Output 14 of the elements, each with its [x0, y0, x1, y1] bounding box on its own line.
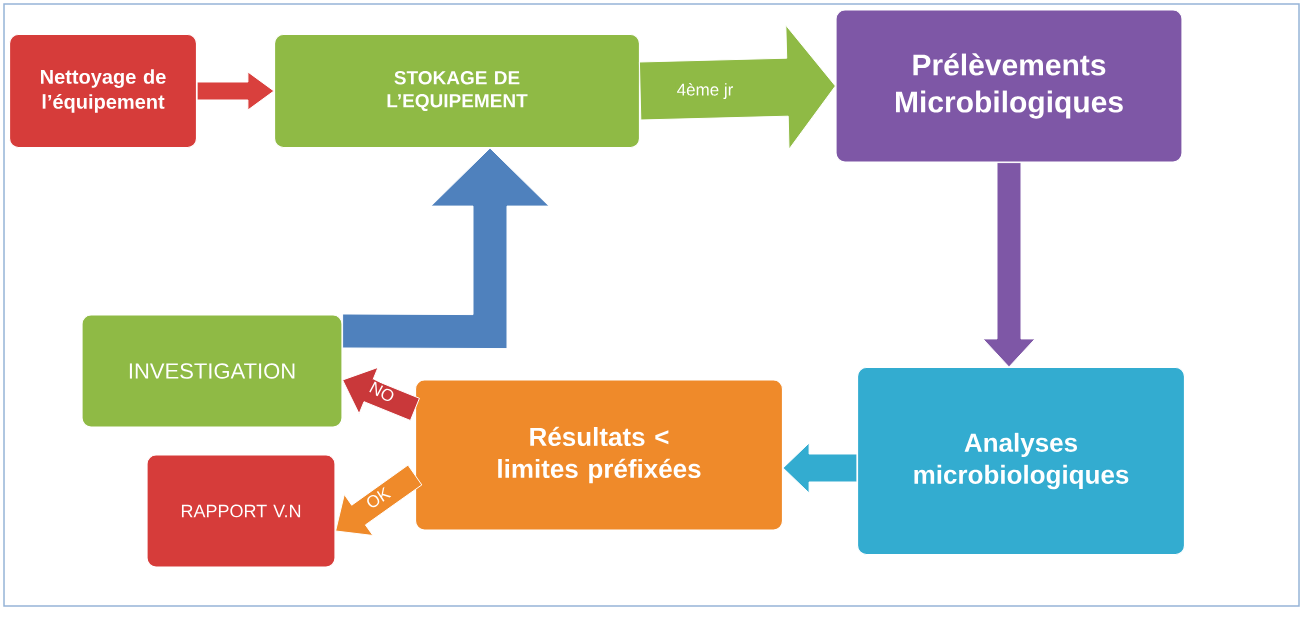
process-box: INVESTIGATION: [81, 314, 343, 428]
process-box: RAPPORT V.N: [146, 454, 336, 568]
edge-label: OK: [363, 484, 393, 512]
process-box: Prélèvements Microbilogiques: [835, 9, 1183, 163]
block-arrow: [196, 71, 275, 111]
block-arrow: [342, 147, 550, 350]
process-box: Analyses microbiologiques: [856, 366, 1186, 556]
process-box: Nettoyage de l’équipement: [8, 33, 198, 149]
decision-box: Résultats < limites préfixées: [414, 379, 784, 531]
edge-label: NO: [366, 379, 398, 405]
block-arrow: [982, 162, 1036, 368]
block-arrow: [638, 24, 836, 150]
process-box: STOKAGE DE L’EQUIPEMENT: [273, 33, 641, 149]
block-arrow: [782, 442, 858, 494]
